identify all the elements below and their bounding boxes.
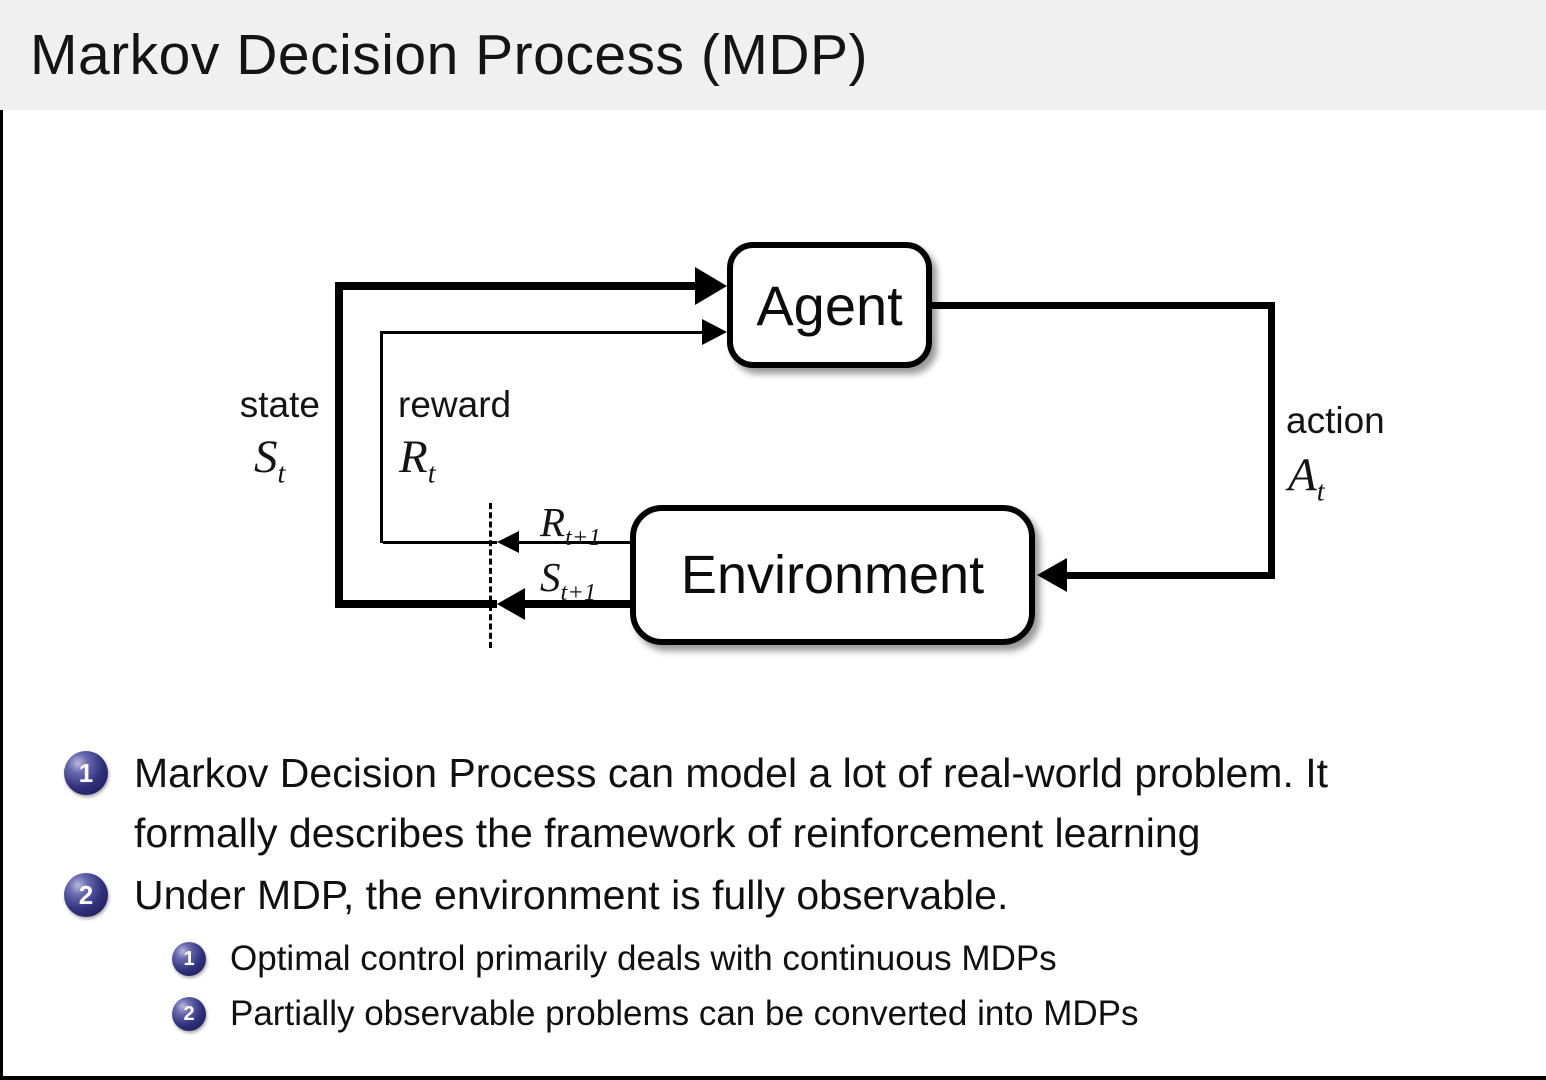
next-state-arrowhead [497, 588, 525, 620]
next-state-var-sub: t+1 [560, 579, 597, 607]
next-reward-arrowhead [497, 531, 519, 553]
reward-line-from-environment [517, 541, 633, 544]
action-line-top [926, 302, 1275, 309]
reward-var-sub: t [427, 458, 436, 490]
state-line-from-environment [523, 600, 633, 608]
reward-variable: Rt [399, 430, 436, 488]
reward-label: reward [398, 384, 512, 425]
mdp-diagram: Agent Environment state St reward Rt act… [0, 110, 1546, 710]
sub-list-item-1-text: Optimal control primarily deals with con… [230, 933, 1057, 985]
state-label: state [239, 384, 320, 425]
state-var-base: S [254, 431, 278, 483]
sub-list-item-2-line: Partially observable problems can be con… [230, 994, 1139, 1033]
list-item-1-line-1: Markov Decision Process can model a lot … [134, 750, 1329, 796]
reward-line-top [380, 331, 704, 334]
state-var-sub: t [277, 458, 286, 490]
bullet-number-badge: 2 [172, 997, 206, 1031]
sub-list-item-1: 1 Optimal control primarily deals with c… [172, 933, 1057, 985]
next-reward-var-base: R [540, 499, 566, 545]
next-state-variable: St+1 [540, 553, 596, 605]
reward-arrowhead-into-agent [702, 319, 727, 345]
environment-label: Environment [680, 545, 985, 605]
list-item-2: 2 Under MDP, the environment is fully ob… [64, 865, 1008, 925]
list-item-2-line: Under MDP, the environment is fully obse… [134, 872, 1009, 918]
sub-list-item-2-text: Partially observable problems can be con… [230, 988, 1139, 1040]
list-item-1-text: Markov Decision Process can model a lot … [134, 743, 1328, 863]
reward-line-vertical [380, 331, 383, 543]
bullet-number-badge: 2 [64, 873, 108, 917]
bottom-border [0, 1076, 1546, 1080]
state-line-top [335, 282, 697, 290]
action-line-vertical [1268, 302, 1275, 579]
reward-line-bottom-left [383, 541, 497, 544]
action-line-bottom [1064, 572, 1268, 579]
next-reward-variable: Rt+1 [540, 498, 601, 550]
action-variable: At [1288, 448, 1325, 506]
page-title: Markov Decision Process (MDP) [30, 23, 868, 87]
bullet-number-badge: 1 [172, 942, 206, 976]
list-item-2-text: Under MDP, the environment is fully obse… [134, 865, 1008, 925]
next-state-var-base: S [540, 554, 561, 600]
action-arrowhead-into-environment [1037, 558, 1067, 592]
timestep-dashed-line [489, 503, 492, 648]
state-line-vertical [335, 282, 343, 608]
next-reward-var-sub: t+1 [565, 524, 601, 552]
title-bar: Markov Decision Process (MDP) [0, 0, 1546, 110]
sub-list-item-1-line: Optimal control primarily deals with con… [230, 939, 1057, 978]
state-variable: St [254, 430, 285, 488]
reward-var-base: R [399, 431, 428, 483]
agent-label: Agent [756, 273, 903, 337]
environment-box: Environment [630, 505, 1035, 645]
agent-box: Agent [727, 242, 932, 368]
left-border [0, 0, 3, 1080]
action-var-sub: t [1316, 476, 1325, 508]
list-item-1-line-2: formally describes the framework of rein… [134, 810, 1201, 856]
action-var-base: A [1288, 449, 1317, 501]
action-label: action [1286, 400, 1385, 441]
sub-list-item-2: 2 Partially observable problems can be c… [172, 988, 1139, 1040]
state-arrowhead-into-agent [695, 267, 727, 305]
state-line-bottom-left [339, 600, 497, 608]
list-item-1: 1 Markov Decision Process can model a lo… [64, 743, 1328, 863]
bullet-number-badge: 1 [64, 751, 108, 795]
